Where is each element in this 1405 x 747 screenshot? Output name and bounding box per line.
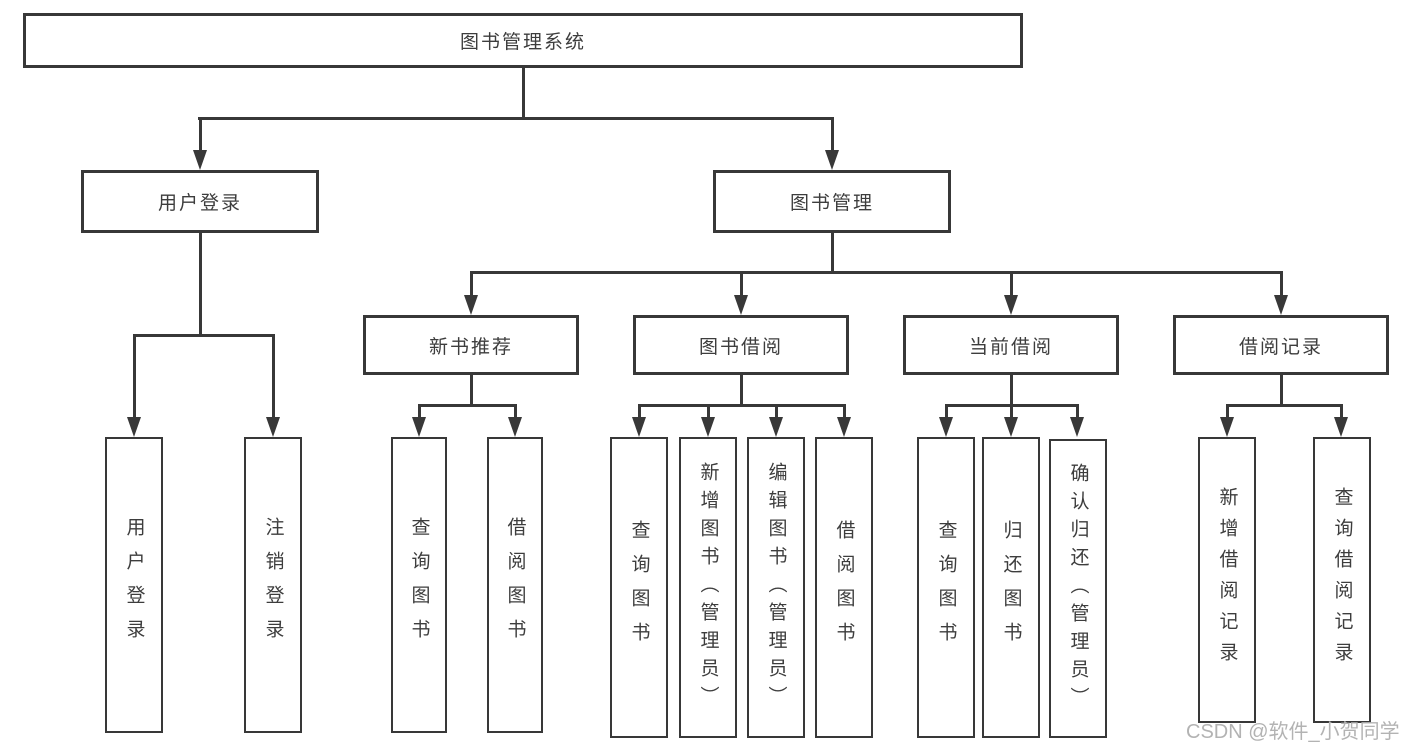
- connector-vline: [775, 404, 778, 420]
- arrow-down-icon: [412, 417, 426, 437]
- arrow-down-icon: [769, 417, 783, 437]
- connector-vline: [740, 375, 743, 407]
- connector-vline: [1280, 375, 1283, 407]
- connector-vline: [272, 334, 275, 420]
- connector-vline: [199, 117, 202, 155]
- leaf-borrowing-query-books-label: 查询图书: [628, 519, 650, 656]
- arrow-down-icon: [632, 417, 646, 437]
- connector-hline: [133, 334, 275, 337]
- connector-vline: [1076, 404, 1079, 420]
- connector-vline: [418, 404, 421, 420]
- leaf-current-return-books-label: 归还图书: [1000, 519, 1022, 656]
- connector-vline: [514, 404, 517, 420]
- arrow-down-icon: [701, 417, 715, 437]
- connector-hline: [198, 117, 834, 120]
- leaf-current-confirm-return-admin: 确认归还（管理员）: [1049, 439, 1107, 738]
- leaf-current-confirm-return-admin-label: 确认归还（管理员）: [1067, 462, 1089, 715]
- node-user-login: 用户登录: [81, 170, 319, 233]
- leaf-borrowing-borrow-books: 借阅图书: [815, 437, 873, 738]
- node-library-system-label: 图书管理系统: [459, 32, 586, 53]
- leaf-borrowing-edit-book-admin-label: 编辑图书（管理员）: [765, 461, 787, 714]
- arrow-down-icon: [508, 417, 522, 437]
- node-book-borrowing-label: 图书借阅: [698, 336, 783, 358]
- connector-vline: [1010, 375, 1013, 407]
- connector-vline: [843, 404, 846, 420]
- connector-vline: [470, 375, 473, 407]
- node-new-book-recommend: 新书推荐: [363, 315, 579, 375]
- leaf-records-add-record-label: 新增借阅记录: [1216, 487, 1238, 673]
- node-user-login-label: 用户登录: [157, 193, 242, 214]
- leaf-recommend-borrow-books: 借阅图书: [487, 437, 543, 733]
- arrow-down-icon: [193, 150, 207, 170]
- arrow-down-icon: [1004, 295, 1018, 315]
- leaf-recommend-query-books: 查询图书: [391, 437, 447, 733]
- arrow-down-icon: [1334, 417, 1348, 437]
- leaf-borrowing-add-book-admin-label: 新增图书（管理员）: [697, 461, 719, 714]
- arrow-down-icon: [1070, 417, 1084, 437]
- leaf-current-query-books: 查询图书: [917, 437, 975, 738]
- leaf-records-query-record-label: 查询借阅记录: [1331, 487, 1353, 673]
- connector-hline: [470, 271, 1283, 274]
- connector-vline: [1010, 271, 1013, 299]
- node-book-management-label: 图书管理: [789, 193, 874, 214]
- leaf-borrowing-add-book-admin: 新增图书（管理员）: [679, 437, 737, 738]
- leaf-logout: 注销登录: [244, 437, 302, 733]
- connector-vline: [740, 271, 743, 299]
- arrow-down-icon: [464, 295, 478, 315]
- leaf-current-return-books: 归还图书: [982, 437, 1040, 738]
- leaf-records-query-record: 查询借阅记录: [1313, 437, 1371, 723]
- arrow-down-icon: [266, 417, 280, 437]
- node-new-book-recommend-label: 新书推荐: [428, 336, 513, 358]
- arrow-down-icon: [1004, 417, 1018, 437]
- arrow-down-icon: [939, 417, 953, 437]
- connector-hline: [418, 404, 517, 407]
- connector-vline: [707, 404, 710, 420]
- node-current-borrowing-label: 当前借阅: [968, 336, 1053, 358]
- leaf-current-query-books-label: 查询图书: [935, 519, 957, 656]
- leaf-records-add-record: 新增借阅记录: [1198, 437, 1256, 723]
- leaf-logout-label: 注销登录: [262, 517, 284, 653]
- connector-hline: [1226, 404, 1343, 407]
- leaf-borrowing-query-books: 查询图书: [610, 437, 668, 738]
- node-book-management: 图书管理: [713, 170, 951, 233]
- node-borrowing-records-label: 借阅记录: [1238, 336, 1323, 358]
- connector-vline: [638, 404, 641, 420]
- arrow-down-icon: [127, 417, 141, 437]
- connector-vline: [133, 334, 136, 420]
- arrow-down-icon: [734, 295, 748, 315]
- leaf-user-login-label: 用户登录: [123, 517, 145, 653]
- csdn-watermark: CSDN @软件_小贺同学: [1186, 721, 1400, 743]
- connector-vline: [831, 117, 834, 155]
- connector-vline: [522, 68, 525, 120]
- arrow-down-icon: [837, 417, 851, 437]
- leaf-recommend-query-books-label: 查询图书: [408, 517, 430, 653]
- node-current-borrowing: 当前借阅: [903, 315, 1119, 375]
- connector-vline: [831, 233, 834, 274]
- leaf-borrowing-borrow-books-label: 借阅图书: [833, 519, 855, 656]
- node-borrowing-records: 借阅记录: [1173, 315, 1389, 375]
- connector-vline: [470, 271, 473, 299]
- connector-hline: [638, 404, 846, 407]
- connector-vline: [1280, 271, 1283, 299]
- arrow-down-icon: [825, 150, 839, 170]
- node-library-system: 图书管理系统: [23, 13, 1023, 68]
- node-book-borrowing: 图书借阅: [633, 315, 849, 375]
- connector-vline: [945, 404, 948, 420]
- leaf-borrowing-edit-book-admin: 编辑图书（管理员）: [747, 437, 805, 738]
- leaf-recommend-borrow-books-label: 借阅图书: [504, 517, 526, 653]
- connector-vline: [1010, 404, 1013, 420]
- connector-vline: [199, 233, 202, 337]
- leaf-user-login: 用户登录: [105, 437, 163, 733]
- connector-vline: [1226, 404, 1229, 420]
- arrow-down-icon: [1274, 295, 1288, 315]
- arrow-down-icon: [1220, 417, 1234, 437]
- connector-vline: [1340, 404, 1343, 420]
